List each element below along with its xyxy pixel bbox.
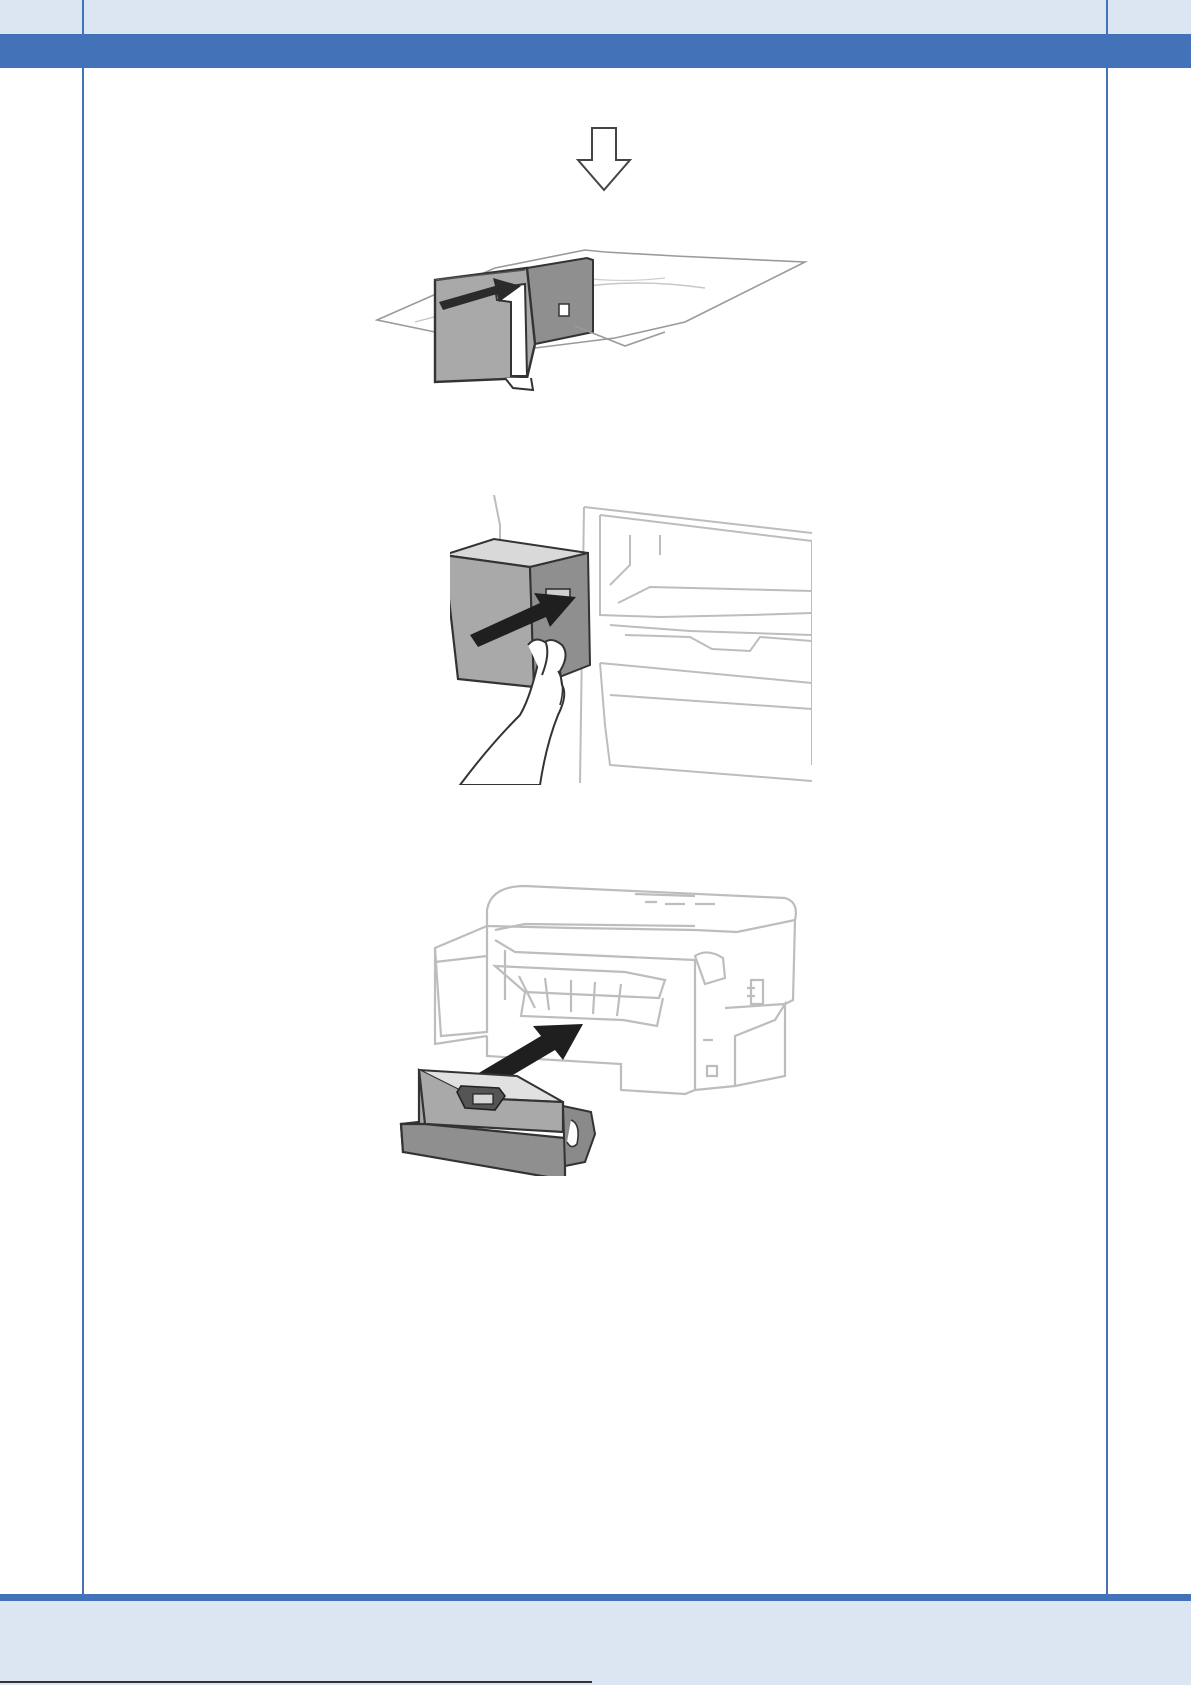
- down-arrow-outline-icon: [574, 126, 634, 194]
- hand-inserting-maintenance-box-illustration: [450, 495, 812, 785]
- maintenance-box-in-bag-illustration: [375, 228, 815, 408]
- header-rule: [0, 34, 1191, 68]
- footer-rule: [0, 1594, 1191, 1601]
- footer-band: [0, 1601, 1191, 1685]
- left-margin-line: [82, 0, 84, 1685]
- printer-rear-cover-attach-illustration: [395, 880, 815, 1176]
- footnote-rule: [0, 1681, 592, 1683]
- right-margin-line: [1106, 0, 1108, 1685]
- header-band: [0, 0, 1191, 34]
